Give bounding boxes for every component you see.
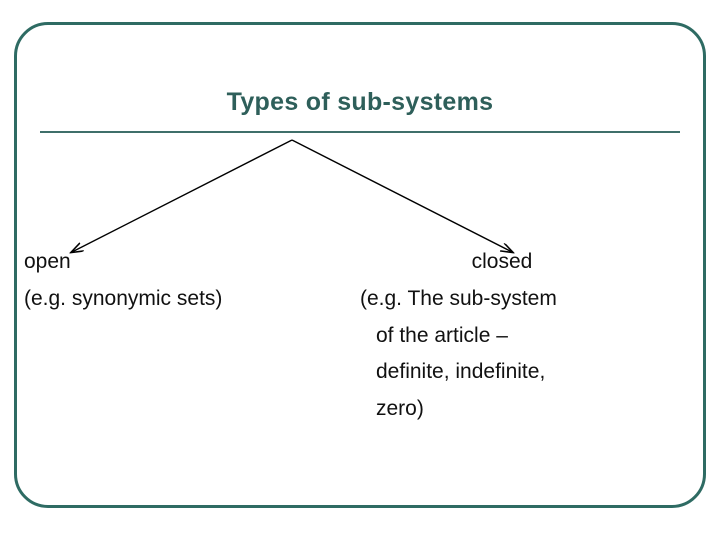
branch-closed-detail-line-2: of the article – bbox=[376, 323, 508, 347]
slide-border-frame bbox=[14, 22, 706, 508]
branch-closed: closed (e.g. The sub-system of the artic… bbox=[360, 247, 680, 424]
branch-closed-detail-line-1: (e.g. The sub-system bbox=[360, 286, 557, 310]
branch-closed-detail-line-3: definite, indefinite, bbox=[376, 360, 546, 384]
branch-open-detail: (e.g. synonymic sets) bbox=[24, 286, 223, 310]
branch-closed-detail: (e.g. The sub-system of the article – de… bbox=[360, 284, 680, 424]
title-divider bbox=[40, 131, 680, 133]
branch-closed-detail-line-4: zero) bbox=[376, 397, 424, 421]
page-title: Types of sub-systems bbox=[226, 88, 494, 116]
branch-open: open (e.g. synonymic sets) bbox=[24, 247, 334, 314]
branch-open-label: open bbox=[24, 250, 71, 273]
branch-closed-label: closed bbox=[471, 250, 533, 273]
